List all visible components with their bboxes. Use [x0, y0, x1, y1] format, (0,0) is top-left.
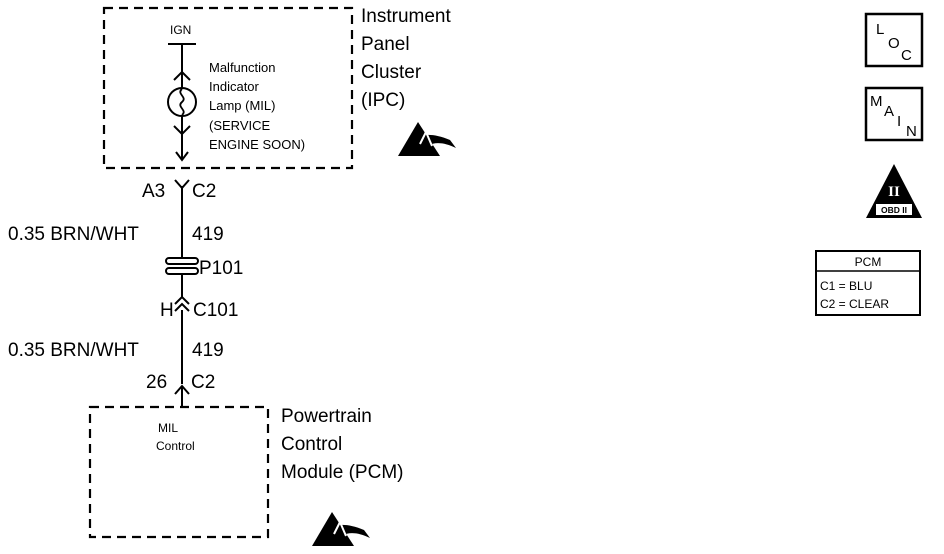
- svg-text:Instrument: Instrument: [361, 6, 451, 27]
- svg-text:Powertrain: Powertrain: [281, 406, 372, 427]
- svg-text:Indicator: Indicator: [209, 79, 260, 94]
- pcm-name: Powertrain Control Module (PCM): [281, 406, 403, 483]
- esd-warning-icon: [312, 512, 370, 546]
- pcm-internal-line-2: Control: [156, 439, 195, 453]
- pcm-internal-line-1: MIL: [158, 421, 178, 435]
- splice-pack-icon: [165, 257, 199, 275]
- svg-text:Malfunction: Malfunction: [209, 60, 275, 75]
- esd-warning-icon: [398, 122, 456, 156]
- svg-text:II: II: [888, 184, 900, 200]
- connector-ipc-pin: A3: [142, 181, 165, 202]
- pcm-connector-legend: PCM C1 = BLU C2 = CLEAR: [815, 250, 921, 316]
- svg-text:Panel: Panel: [361, 34, 410, 55]
- svg-text:L: L: [876, 21, 884, 38]
- svg-text:I: I: [897, 113, 901, 130]
- inline-connector-label: C101: [193, 300, 238, 321]
- svg-text:Cluster: Cluster: [361, 62, 422, 83]
- ipc-dashed-box: [102, 6, 354, 170]
- wire-upper-circuit: 419: [192, 224, 224, 245]
- wire-lower-circuit: 419: [192, 340, 224, 361]
- inline-connector-icon: [174, 295, 190, 312]
- main-icon: M A I N: [864, 86, 924, 142]
- svg-text:(SERVICE: (SERVICE: [209, 118, 270, 133]
- lamp-lower-connector-icon: [173, 125, 191, 136]
- connector-pcm-label: C2: [191, 372, 215, 393]
- svg-text:(IPC): (IPC): [361, 90, 405, 111]
- obd-ii-icon: II OBD II: [866, 164, 922, 218]
- legend-row-1: C1 = BLU: [820, 279, 872, 293]
- connector-pcm-pin: 26: [146, 372, 167, 393]
- svg-text:C: C: [901, 47, 912, 64]
- lamp-upper-connector-icon: [173, 70, 191, 81]
- splice-label: P101: [199, 258, 243, 279]
- legend-row-2: C2 = CLEAR: [820, 297, 889, 311]
- mil-lamp-icon: [167, 87, 197, 117]
- ign-label: IGN: [170, 23, 191, 37]
- svg-text:O: O: [888, 35, 900, 52]
- wire-lower-gauge-color: 0.35 BRN/WHT: [8, 340, 139, 361]
- lamp-lower-arrow-icon: [175, 151, 189, 162]
- legend-title: PCM: [855, 255, 882, 269]
- svg-text:A: A: [884, 103, 894, 120]
- svg-text:M: M: [870, 93, 883, 110]
- svg-text:OBD II: OBD II: [881, 205, 907, 215]
- svg-text:N: N: [906, 123, 917, 140]
- loc-icon: L O C: [864, 12, 924, 68]
- pcm-dashed-box: [88, 405, 270, 539]
- wire-upper-gauge-color: 0.35 BRN/WHT: [8, 224, 139, 245]
- svg-text:Module (PCM): Module (PCM): [281, 462, 403, 483]
- inline-connector-pin: H: [160, 300, 174, 321]
- svg-text:Lamp (MIL): Lamp (MIL): [209, 98, 275, 113]
- connector-ipc-label: C2: [192, 181, 216, 202]
- ipc-name: Instrument Panel Cluster (IPC): [361, 6, 451, 111]
- svg-text:Control: Control: [281, 434, 342, 455]
- mil-lamp-description: Malfunction Indicator Lamp (MIL) (SERVIC…: [209, 60, 305, 152]
- svg-text:ENGINE SOON): ENGINE SOON): [209, 137, 305, 152]
